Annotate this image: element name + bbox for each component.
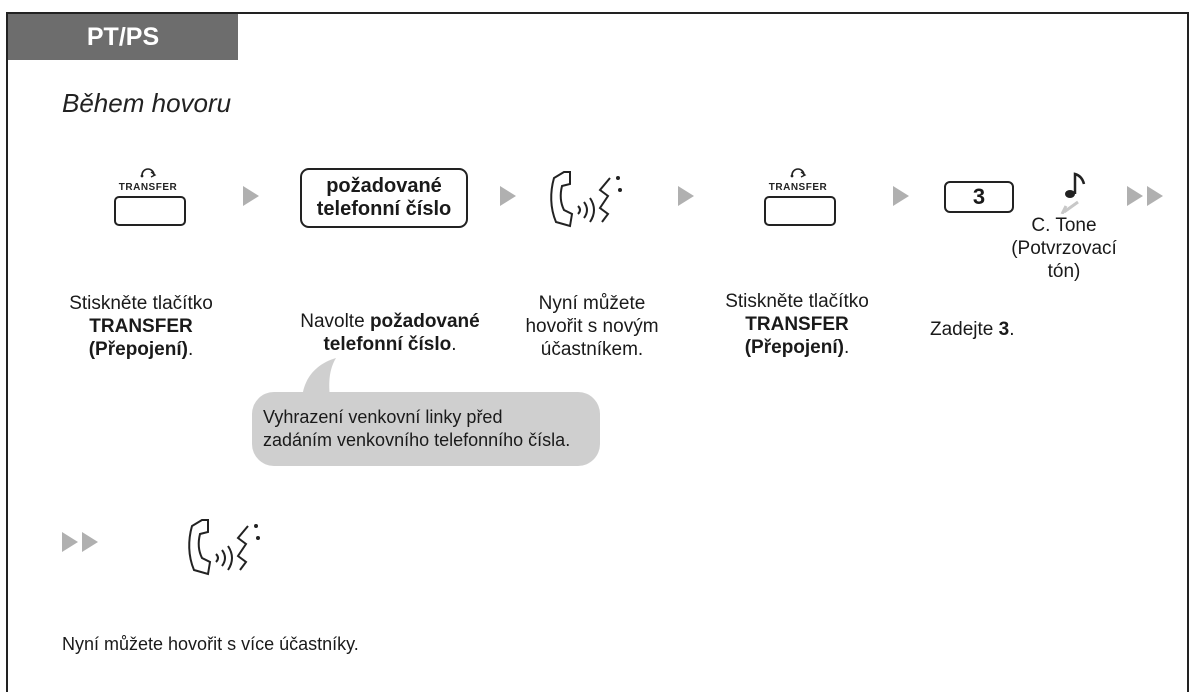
- final-note: Nyní můžete hovořit s více účastníky.: [62, 634, 359, 654]
- step1-label: Stiskněte tlačítko TRANSFER (Přepojení).: [69, 293, 213, 360]
- triangle-arrow-icon: [500, 186, 516, 206]
- step4-label: Stiskněte tlačítko TRANSFER (Přepojení).: [725, 291, 869, 358]
- double-arrow-icon: [62, 532, 110, 552]
- diagram-frame: [6, 12, 1189, 692]
- music-note-icon: [1060, 172, 1086, 214]
- phone-number-box-line1: požadované: [326, 175, 442, 197]
- subtitle: Během hovoru: [62, 88, 232, 118]
- step2-label: Navolte požadované telefonní číslo.: [300, 311, 480, 355]
- triangle-arrow-icon: [243, 186, 259, 206]
- triangle-arrow-icon: [678, 186, 694, 206]
- double-arrow-icon: [1127, 186, 1175, 206]
- callout-pointer: [302, 358, 336, 398]
- header-tab: PT/PS: [8, 14, 238, 60]
- handset-talking-icon: [550, 171, 622, 228]
- transfer-key-label: TRANSFER: [768, 182, 828, 193]
- step5-label: Zadejte 3.: [930, 319, 1015, 340]
- phone-number-box: požadované telefonní číslo: [300, 168, 468, 228]
- tone-label: C. Tone (Potvrzovací tón): [1011, 215, 1117, 282]
- phone-number-box-line2: telefonní číslo: [316, 198, 452, 220]
- step3-label: Nyní můžete hovořit s novým účastníkem.: [525, 293, 659, 360]
- callout-text: Vyhrazení venkovní linky před zadáním ve…: [263, 407, 571, 450]
- transfer-key-label: TRANSFER: [118, 182, 178, 193]
- transfer-key-icon: TRANSFER: [760, 162, 836, 228]
- callout-bubble: [252, 392, 600, 466]
- dial-key-3: 3: [944, 181, 1014, 213]
- triangle-arrow-icon: [893, 186, 909, 206]
- handset-talking-icon: [188, 519, 260, 576]
- transfer-key-icon: TRANSFER: [110, 162, 186, 228]
